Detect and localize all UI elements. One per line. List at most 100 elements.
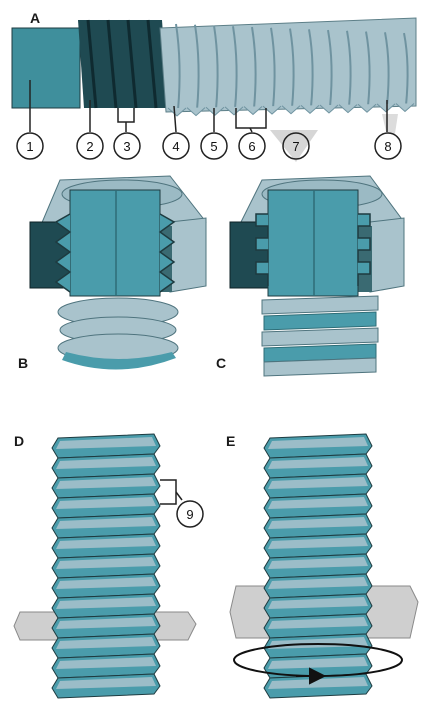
thread-highlight xyxy=(268,537,368,549)
thread-crest-line xyxy=(365,31,371,107)
thread-crest-line xyxy=(270,27,276,109)
square-thread-right-c xyxy=(357,213,371,286)
callouts-a: 1 2 3 4 5 6 7 8 xyxy=(16,132,402,160)
thread-highlight xyxy=(268,497,368,509)
thread-highlight xyxy=(268,617,368,629)
thread-tooth xyxy=(186,107,206,117)
nut-left-face-c xyxy=(229,221,269,289)
svg-text:3: 3 xyxy=(123,139,130,154)
nut-right-face-c xyxy=(369,217,405,293)
thread-highlight xyxy=(56,637,156,649)
thread-highlight xyxy=(268,457,368,469)
bolt-d xyxy=(51,433,161,699)
svg-text:9: 9 xyxy=(186,507,193,522)
thread-highlight xyxy=(268,657,368,669)
svg-text:1: 1 xyxy=(26,139,33,154)
callout-7: 7 xyxy=(282,132,310,160)
panel-b: B xyxy=(18,175,207,371)
dark-thread-section xyxy=(78,19,168,109)
panel-label-c: C xyxy=(216,355,226,371)
leader-lines-a xyxy=(29,80,388,133)
thread-tooth xyxy=(243,106,263,116)
thread-crest-line xyxy=(327,29,333,108)
callout-9: 9 xyxy=(176,500,204,528)
bolt-e xyxy=(263,433,373,699)
thread-highlight xyxy=(268,677,368,689)
thread-highlight xyxy=(56,677,156,689)
panel-e: E xyxy=(226,433,419,699)
v-thread-right-b xyxy=(158,213,176,293)
thread-crest-line xyxy=(232,26,238,109)
thread-highlight xyxy=(56,597,156,609)
square-thread-left-c xyxy=(255,213,269,286)
thread-highlight xyxy=(56,457,156,469)
thread-tooth xyxy=(376,103,396,113)
thread-highlight xyxy=(56,577,156,589)
nut-right-face-b xyxy=(169,217,207,293)
panel-label-b: B xyxy=(18,355,28,371)
thread-highlight xyxy=(56,497,156,509)
thread-highlight xyxy=(56,557,156,569)
thread-tooth xyxy=(224,106,244,116)
thread-crest-line xyxy=(194,24,200,110)
panel-label-e: E xyxy=(226,433,235,449)
thread-crest-line xyxy=(213,25,219,110)
panel-d: D 9 xyxy=(13,433,204,699)
thread-crest-line xyxy=(403,32,409,106)
thread-crest-line xyxy=(308,29,314,108)
thread-tooth xyxy=(395,103,415,113)
svg-text:5: 5 xyxy=(210,139,217,154)
panel-c: C xyxy=(216,175,405,377)
panel-a: A xyxy=(11,10,417,162)
thread-crest-line xyxy=(384,32,390,106)
bolt-core-c xyxy=(267,189,359,297)
bracket-9 xyxy=(160,479,177,505)
bolt-threads-below-c xyxy=(261,295,379,377)
thread-tooth xyxy=(205,106,225,116)
thread-highlight xyxy=(268,517,368,529)
v-thread-left-b xyxy=(54,213,72,293)
thread-crest-line xyxy=(251,26,257,109)
thread-tooth xyxy=(167,107,187,117)
light-thread-section xyxy=(159,17,417,117)
callout-2: 2 xyxy=(76,132,104,160)
bolt-threads-below-b xyxy=(57,297,179,370)
thread-highlight xyxy=(56,477,156,489)
svg-text:2: 2 xyxy=(86,139,93,154)
rotation-arrow-icon xyxy=(296,667,327,685)
thread-tooth xyxy=(338,104,358,114)
thread-highlight xyxy=(268,577,368,589)
bracket-3 xyxy=(117,108,135,123)
thread-crest-line xyxy=(346,30,352,107)
callout-4: 4 xyxy=(162,132,190,160)
thread-highlight xyxy=(56,437,156,449)
svg-text:4: 4 xyxy=(172,139,179,154)
thread-crest-line xyxy=(289,28,295,108)
thread-highlight xyxy=(268,597,368,609)
panel-label-a: A xyxy=(30,10,40,26)
thread-highlight xyxy=(268,437,368,449)
panel-label-d: D xyxy=(14,433,24,449)
callout-6: 6 xyxy=(238,132,266,160)
thread-highlight xyxy=(56,517,156,529)
callout-1: 1 xyxy=(16,132,44,160)
thread-tooth xyxy=(319,104,339,114)
callout-5: 5 xyxy=(200,132,228,160)
thread-highlight xyxy=(268,477,368,489)
thread-highlight xyxy=(56,657,156,669)
plain-shank xyxy=(11,27,81,109)
callout-8: 8 xyxy=(374,132,402,160)
svg-text:7: 7 xyxy=(292,139,299,154)
bolt-core-b xyxy=(69,189,161,297)
thread-tooth xyxy=(281,105,301,115)
thread-highlight xyxy=(56,617,156,629)
thread-highlight xyxy=(56,537,156,549)
thread-highlight xyxy=(268,557,368,569)
thread-tooth xyxy=(357,103,377,113)
svg-text:6: 6 xyxy=(248,139,255,154)
indicator-cone-8 xyxy=(382,114,398,140)
svg-text:8: 8 xyxy=(384,139,391,154)
callout-3: 3 xyxy=(113,132,141,160)
bracket-6 xyxy=(235,108,267,129)
